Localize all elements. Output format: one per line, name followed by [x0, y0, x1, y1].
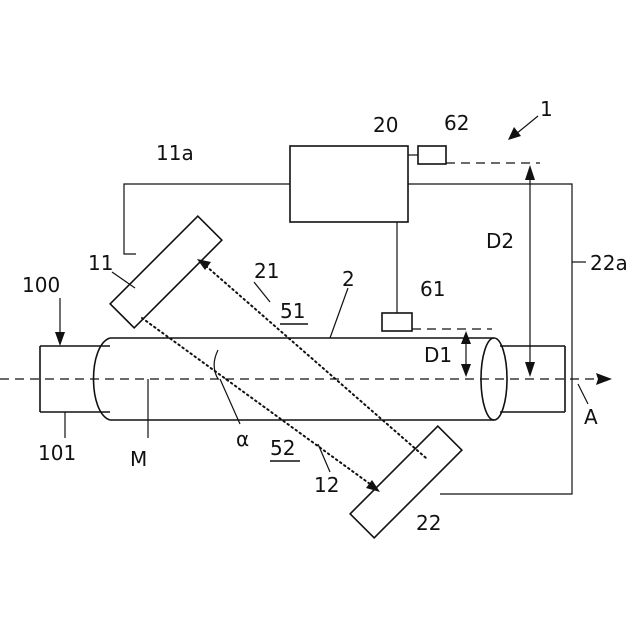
axis-line — [0, 373, 612, 385]
leader-2 — [330, 288, 348, 338]
label-alpha: α — [236, 427, 249, 451]
label-22a: 22a — [590, 251, 628, 275]
control-unit-box — [290, 146, 408, 222]
leader-1 — [516, 116, 538, 134]
leader-100-arrowhead — [55, 332, 65, 346]
label-1: 1 — [540, 97, 553, 121]
detector-22 — [350, 426, 462, 538]
sensor-61-box — [382, 313, 412, 331]
label-11: 11 — [88, 251, 113, 275]
label-D2: D2 — [486, 229, 514, 253]
beam-12 — [142, 318, 370, 484]
leader-21 — [254, 282, 270, 302]
leader-11 — [112, 272, 135, 288]
leader-A — [578, 384, 588, 404]
label-D1: D1 — [424, 343, 452, 367]
label-20: 20 — [373, 113, 398, 137]
leader-12 — [318, 444, 330, 472]
angle-alpha-arc — [214, 350, 218, 379]
beam-21-arrowhead — [197, 259, 211, 270]
label-2: 2 — [342, 267, 355, 291]
projector-11 — [110, 216, 222, 328]
label-21: 21 — [254, 259, 279, 283]
label-101: 101 — [38, 441, 76, 465]
angle-alpha-leader — [220, 379, 240, 424]
label-11a: 11a — [156, 141, 194, 165]
label-62: 62 — [444, 111, 469, 135]
sensor-62-box — [418, 146, 446, 164]
label-A: A — [584, 405, 598, 429]
label-12: 12 — [314, 473, 339, 497]
label-100: 100 — [22, 273, 60, 297]
label-61: 61 — [420, 277, 445, 301]
leader-1-arrowhead — [508, 127, 521, 140]
label-M: M — [130, 447, 147, 471]
label-52: 52 — [270, 436, 295, 460]
label-22: 22 — [416, 511, 441, 535]
label-51: 51 — [280, 299, 305, 323]
